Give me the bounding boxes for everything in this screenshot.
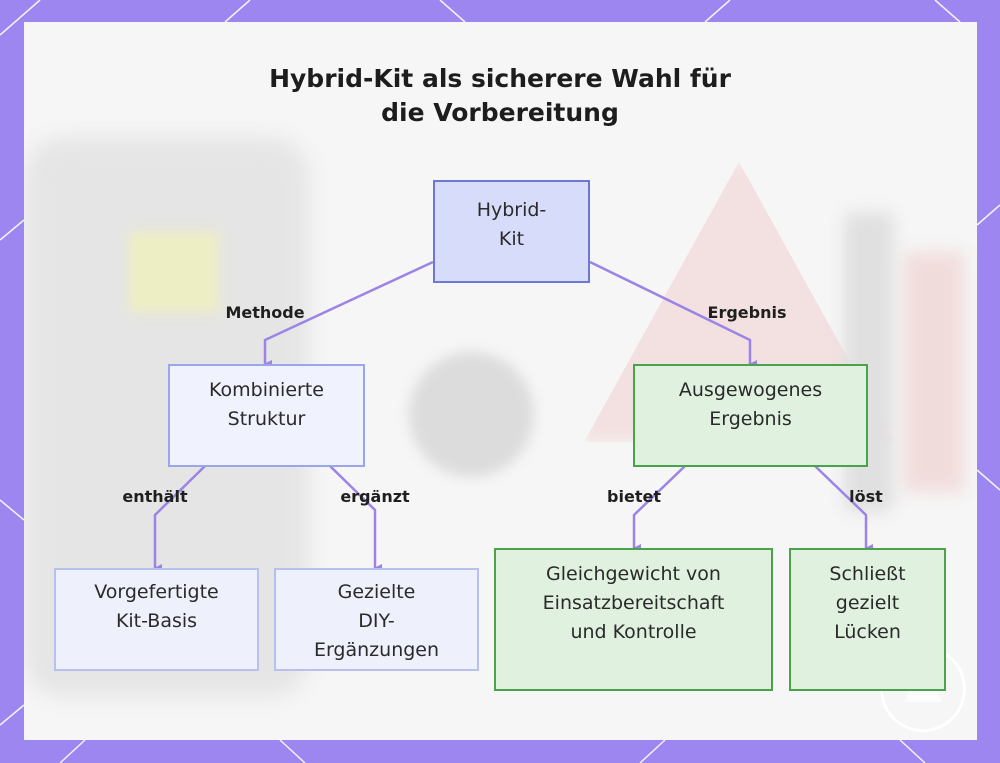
- node-equilibrium: Gleichgewicht von Einsatzbereitschaft un…: [494, 548, 773, 691]
- edge-label-result: Ergebnis: [707, 303, 787, 322]
- node-hybrid-kit-line-2: Kit: [498, 228, 525, 250]
- edge-label-offers: bietet: [607, 487, 661, 506]
- node-targeted-diy-line-3: Ergänzungen: [313, 639, 440, 661]
- title-line-1: Hybrid-Kit als sicherere Wahl für: [269, 64, 731, 93]
- node-balanced-result-line-2: Ergebnis: [709, 408, 792, 430]
- edge-label-complements: ergänzt: [340, 487, 410, 506]
- background-right-shape: [904, 252, 964, 492]
- node-combined-structure-line-2: Struktur: [227, 408, 306, 430]
- node-combined-structure-line-1: Kombinierte: [209, 379, 324, 401]
- background-vs-circle: [409, 352, 534, 477]
- node-closes-gaps: Schließt gezielt Lücken: [789, 548, 946, 691]
- node-equilibrium-line-3: und Kontrolle: [570, 621, 697, 643]
- node-targeted-diy: Gezielte DIY- Ergänzungen: [274, 568, 479, 671]
- edge-label-method: Methode: [225, 303, 305, 322]
- node-equilibrium-line-1: Gleichgewicht von: [546, 563, 721, 585]
- edge-root-combined: [263, 260, 434, 368]
- node-equilibrium-line-2: Einsatzbereitschaft: [542, 592, 725, 614]
- edge-label-solves: löst: [849, 487, 883, 506]
- diagram-title: Hybrid-Kit als sicherere Wahl für die Vo…: [0, 62, 1000, 130]
- node-closes-gaps-line-1: Schließt: [829, 563, 906, 585]
- node-prebuilt-kit-base: Vorgefertigte Kit-Basis: [54, 568, 259, 671]
- node-prebuilt-kit-base-line-2: Kit-Basis: [115, 610, 198, 632]
- node-closes-gaps-line-3: Lücken: [834, 621, 901, 643]
- node-hybrid-kit: Hybrid- Kit: [433, 180, 590, 283]
- node-targeted-diy-line-2: DIY-: [358, 610, 395, 632]
- background-device-screen: [129, 232, 219, 312]
- node-hybrid-kit-line-1: Hybrid-: [476, 199, 547, 221]
- node-closes-gaps-line-2: gezielt: [835, 592, 900, 614]
- node-balanced-result: Ausgewogenes Ergebnis: [633, 364, 868, 467]
- node-combined-structure: Kombinierte Struktur: [168, 364, 365, 467]
- edge-balanced-equilibrium: [632, 465, 686, 552]
- edge-combined-prebuilt: [153, 465, 206, 572]
- node-balanced-result-line-1: Ausgewogenes: [678, 379, 823, 401]
- title-line-2: die Vorbereitung: [381, 98, 619, 127]
- edge-root-balanced: [589, 260, 757, 368]
- edge-label-contains: enthält: [122, 487, 188, 506]
- node-prebuilt-kit-base-line-1: Vorgefertigte: [94, 581, 219, 603]
- node-targeted-diy-line-1: Gezielte: [337, 581, 416, 603]
- edge-combined-diy: [329, 465, 382, 572]
- edge-balanced-gaps: [814, 465, 873, 552]
